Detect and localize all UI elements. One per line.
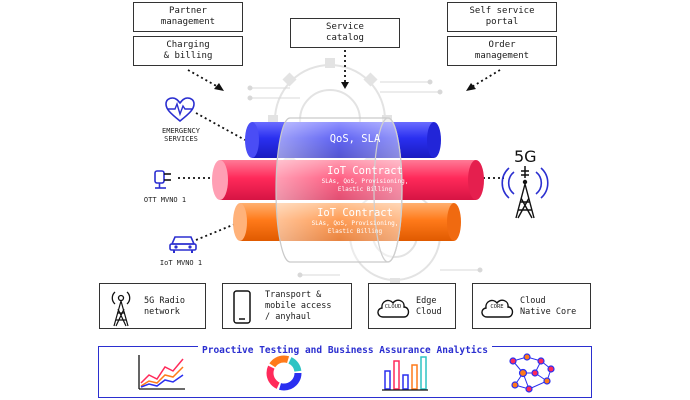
transport-box: Transport & mobile access / anyhaul [222,283,352,329]
emergency-services-label: EMERGENCY SERVICES [162,127,200,143]
charging-billing-box: Charging & billing [133,36,243,66]
cloud-native-core-label: Cloud Native Core [520,296,577,317]
mobile-phone-icon [233,290,251,324]
heart-monitor-icon [165,97,195,123]
orange-iot-contract-title: IoT Contract [317,207,393,219]
orange-iot-contract-subtitle: SLAs, QoS, Provisioning, Elastic Billing [311,220,399,235]
5g-label: 5G [514,147,537,166]
core-badge: CORE [490,304,504,310]
radio-network-box: 5G Radio network [99,283,206,329]
self-service-portal-box: Self service portal [447,2,557,32]
order-management-box: Order management [447,36,557,66]
radio-network-label: 5G Radio network [144,296,185,317]
edge-cloud-label: Edge Cloud [416,296,442,317]
analytics-panel: Proactive Testing and Business Assurance… [98,345,592,398]
line-chart-icon [138,355,185,390]
5g-tower-icon [501,166,549,219]
red-iot-contract-title: IoT Contract [327,165,403,177]
panel-title: Proactive Testing and Business Assurance… [198,345,492,356]
red-iot-contract-subtitle: SLAs, QoS, Provisioning, Elastic Billing [321,178,409,193]
cloud-icon [377,299,410,318]
network-graph-icon [509,353,555,393]
partner-management-box: Partner management [133,2,243,32]
service-catalog-box: Service catalog [290,18,400,48]
radio-tower-icon [111,291,131,327]
iot-mvno-label: IoT MVNO 1 [159,259,203,267]
plug-icon [154,170,171,189]
donut-chart-icon [266,355,302,391]
ott-mvno-label: OTT MVNO 1 [143,196,187,204]
edge-cloud-box: CLOUD Edge Cloud [368,283,456,329]
core-cloud-icon [481,299,514,318]
transport-label: Transport & mobile access / anyhaul [265,290,332,322]
car-icon [169,236,197,253]
qos-sla-label: QoS, SLA [329,133,381,145]
cloud-badge: CLOUD [384,304,402,310]
cloud-native-core-box: CORE Cloud Native Core [472,283,591,329]
bar-chart-icon [382,356,428,391]
